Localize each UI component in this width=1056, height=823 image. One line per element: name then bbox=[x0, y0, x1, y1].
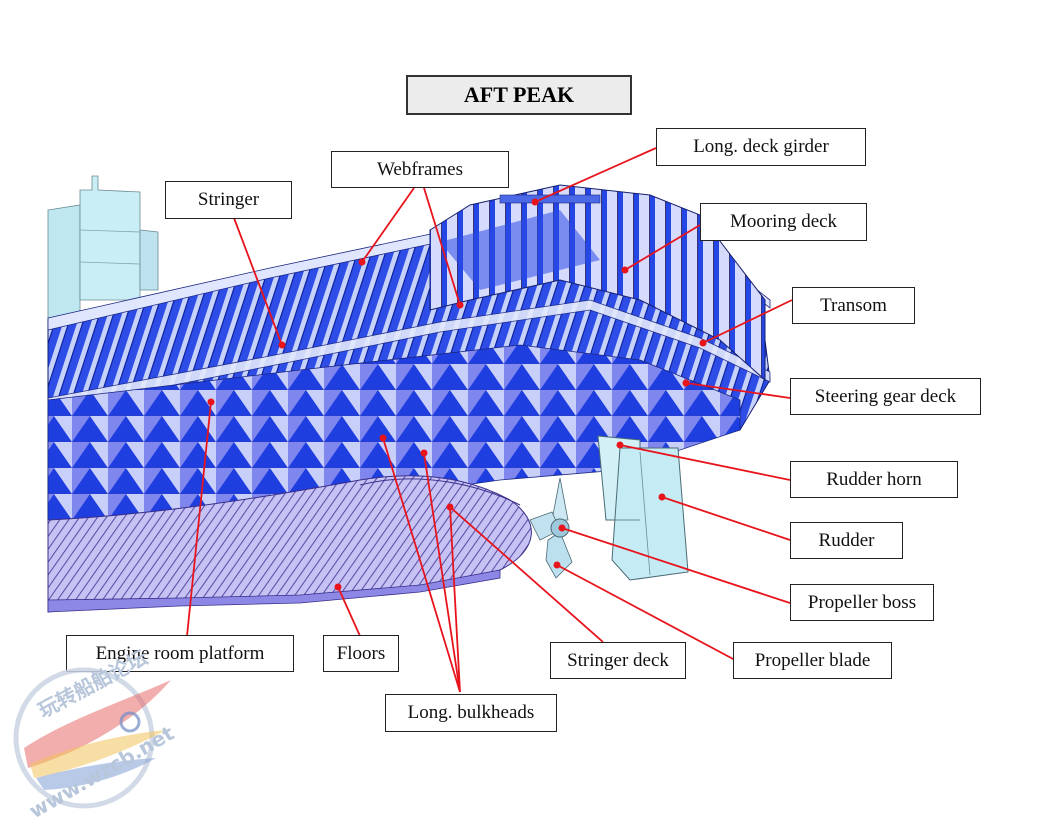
label-long-deck-girder: Long. deck girder bbox=[656, 128, 866, 166]
leader-lines bbox=[186, 147, 793, 693]
aft-peak-upper-structure bbox=[429, 184, 766, 382]
leader-dots bbox=[207, 198, 707, 591]
label-propeller-blade: Propeller blade bbox=[733, 642, 892, 679]
rudder-assembly bbox=[597, 435, 689, 581]
superstructure bbox=[47, 175, 159, 331]
label-stringer: Stringer bbox=[165, 181, 292, 219]
bottom-shell-floors bbox=[47, 475, 532, 613]
label-steering-gear-deck: Steering gear deck bbox=[790, 378, 981, 415]
label-long-bulkheads: Long. bulkheads bbox=[385, 694, 557, 732]
forum-watermark-logo: 玩转船舶论坛 www.wzcb.net bbox=[6, 645, 178, 823]
diagram-title: AFT PEAK bbox=[406, 75, 632, 115]
label-engine-room-platform: Engine room platform bbox=[66, 635, 294, 672]
label-rudder-horn: Rudder horn bbox=[790, 461, 958, 498]
label-stringer-deck: Stringer deck bbox=[550, 642, 686, 679]
label-rudder: Rudder bbox=[790, 522, 903, 559]
label-webframes: Webframes bbox=[331, 151, 509, 188]
label-floors: Floors bbox=[323, 635, 399, 672]
watermark-emblem bbox=[13, 667, 171, 809]
label-transom: Transom bbox=[792, 287, 915, 324]
propeller bbox=[529, 477, 573, 579]
label-propeller-boss: Propeller boss bbox=[790, 584, 934, 621]
label-mooring-deck: Mooring deck bbox=[700, 203, 867, 241]
